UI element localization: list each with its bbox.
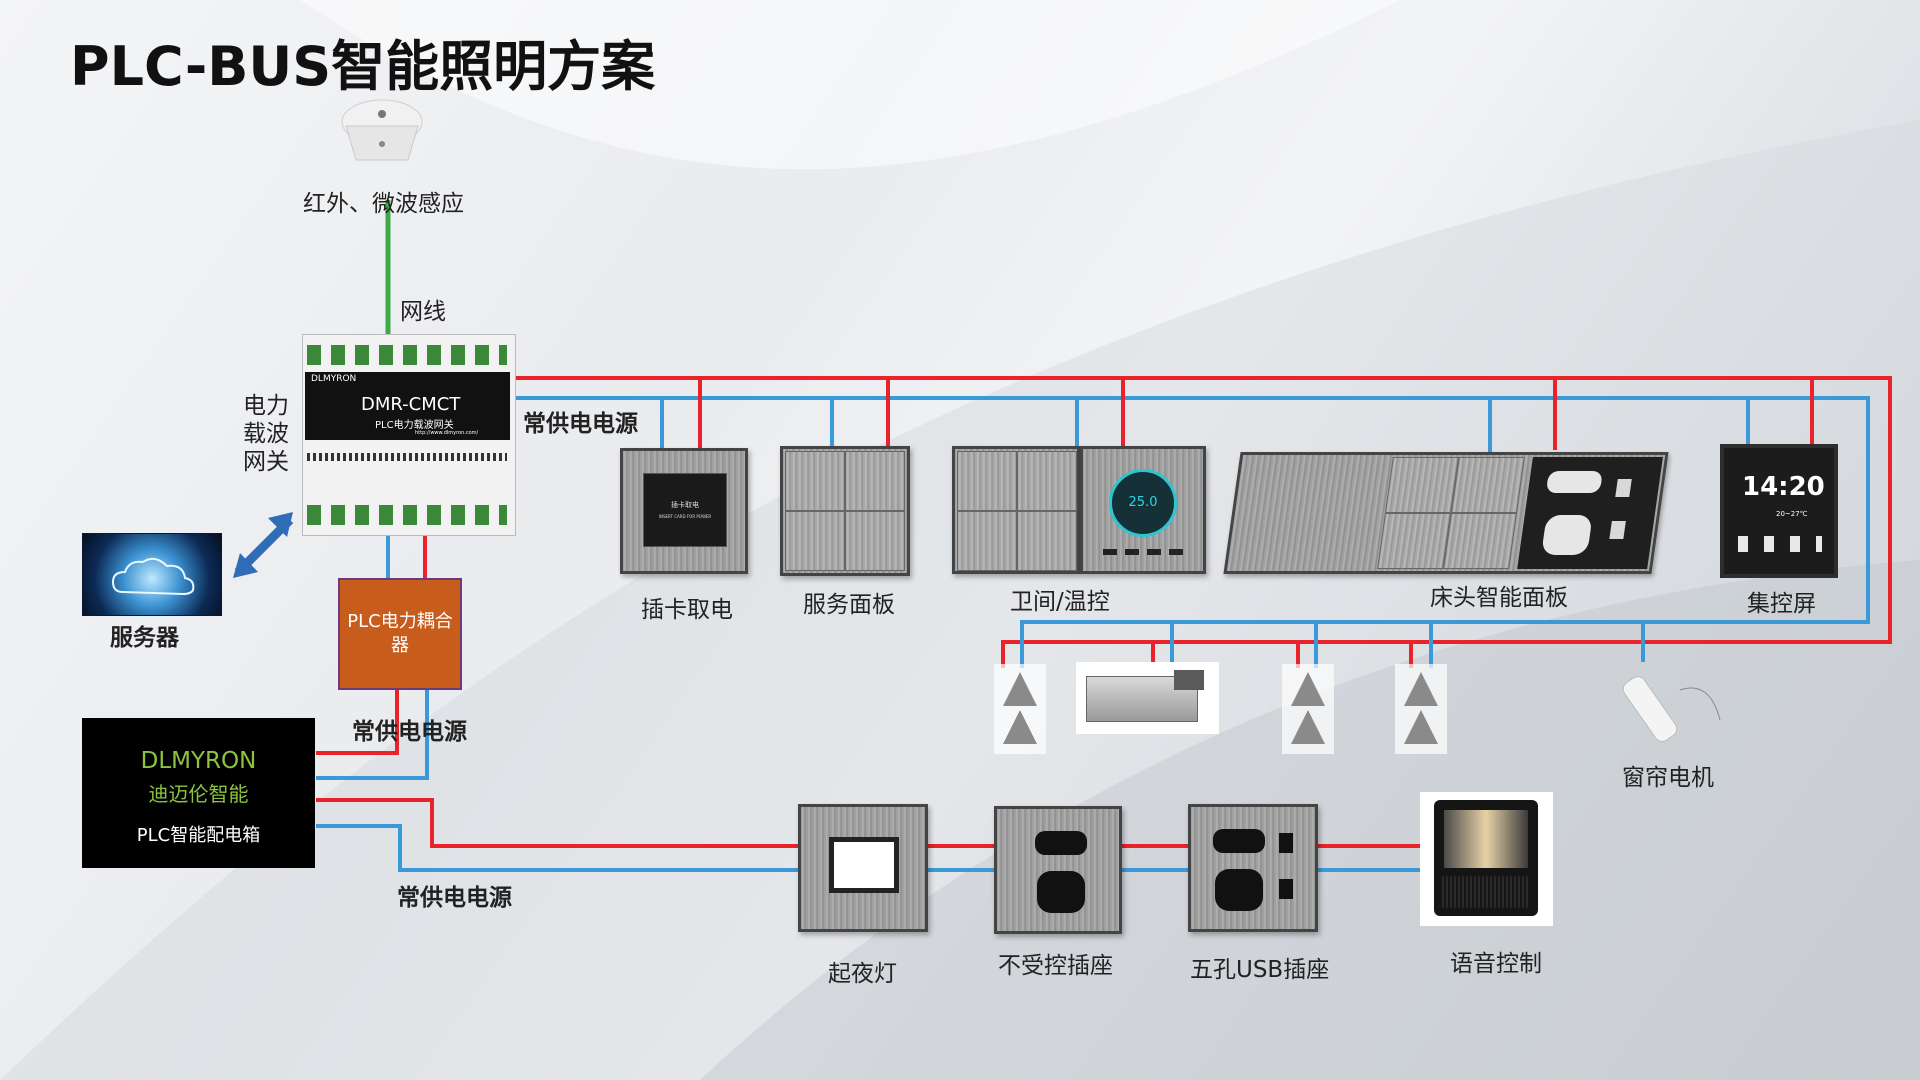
central-control-screen[interactable]: 14:20 20~27℃	[1720, 444, 1838, 578]
gateway-model: DMR-CMCT	[361, 394, 461, 415]
card-slot: 插卡取电 INSERT CARD FOR POWER	[643, 473, 727, 547]
gateway-faceplate: DLMYRON DMR-CMCT PLC电力载波网关 http://www.dl…	[305, 372, 510, 440]
distribution-box: DLMYRON 迪迈伦智能 PLC智能配电箱	[82, 718, 315, 868]
sensor-icon	[341, 99, 423, 161]
motion-sensor	[338, 92, 426, 170]
dbox-brand-cn: 迪迈伦智能	[148, 782, 249, 806]
service-panel	[780, 446, 910, 576]
cloud-icon	[111, 557, 195, 596]
voice-control-label: 语音控制	[1450, 951, 1542, 977]
curtain-motor-label: 窗帘电机	[1622, 765, 1714, 791]
bath-switch-panel	[952, 446, 1080, 574]
usb-socket-panel	[1188, 804, 1318, 932]
night-light-panel	[798, 804, 928, 932]
bedside-panel-label: 床头智能面板	[1430, 585, 1568, 611]
gateway-url: http://www.dlmyron.com/	[415, 430, 479, 436]
air-conditioner	[1076, 662, 1219, 734]
thermostat-panel: 25.0	[1080, 446, 1206, 574]
network-cable-label: 网线	[400, 299, 446, 325]
uncontrolled-socket-panel	[994, 806, 1122, 934]
dbox-name: PLC智能配电箱	[136, 825, 261, 846]
card-switch-panel: 插卡取电 INSERT CARD FOR POWER	[620, 448, 748, 574]
central-screen-label: 集控屏	[1747, 591, 1816, 617]
pendant-lamp-2	[1282, 664, 1334, 754]
gateway-label: 电力载波网关	[243, 393, 289, 475]
screen-temp: 20~27℃	[1776, 510, 1808, 518]
pendant-lamp-1	[994, 664, 1046, 754]
sensor-label: 红外、微波感应	[303, 191, 464, 217]
terminal-row-bottom	[307, 505, 507, 525]
gateway-brand: DLMYRON	[311, 374, 357, 384]
power-label-bottom: 常供电电源	[397, 885, 512, 911]
page-title: PLC-BUS智能照明方案	[70, 35, 656, 98]
pendant-lamp-3	[1395, 664, 1447, 754]
power-label-top: 常供电电源	[523, 411, 638, 437]
card-switch-text-cn: 插卡取电	[671, 501, 699, 509]
service-panel-label: 服务面板	[803, 592, 895, 618]
card-switch-label: 插卡取电	[641, 597, 733, 623]
dbox-brand: DLMYRON	[140, 748, 257, 774]
thermostat-temp: 25.0	[1128, 495, 1158, 510]
server-image	[82, 533, 222, 616]
bath-thermo-label: 卫间/温控	[1010, 589, 1110, 615]
card-switch-text-en: INSERT CARD FOR POWER	[658, 514, 712, 519]
motor-icon	[1622, 676, 1721, 742]
bedside-socket	[1517, 457, 1663, 569]
voice-control-device[interactable]	[1420, 792, 1553, 926]
screen-time: 14:20	[1742, 472, 1825, 502]
uncontrolled-socket-label: 不受控插座	[998, 953, 1113, 979]
top-live-bus	[515, 376, 1892, 668]
curtain-motor	[1620, 660, 1732, 744]
night-light-label: 起夜灯	[828, 961, 897, 987]
power-label-mid: 常供电电源	[352, 719, 467, 745]
usb-socket-label: 五孔USB插座	[1190, 957, 1330, 983]
plc-coupler: PLC电力耦合器	[338, 578, 462, 690]
thermostat-dial: 25.0	[1109, 469, 1177, 537]
server-label: 服务器	[110, 625, 179, 651]
terminal-row-top	[307, 345, 507, 365]
night-light-lamp	[829, 837, 899, 893]
gateway-subtitle: PLC电力载波网关	[375, 420, 454, 431]
bedside-panel	[1223, 452, 1669, 574]
